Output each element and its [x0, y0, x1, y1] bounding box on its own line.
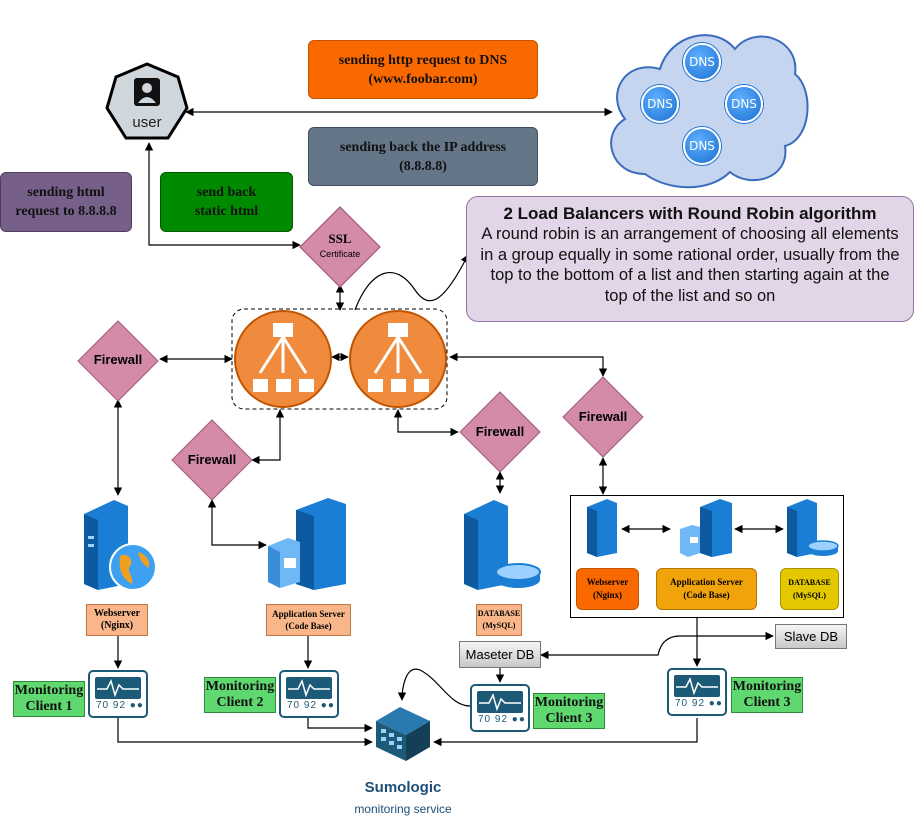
master-db-box[interactable]: Maseter DB [459, 641, 541, 668]
note-static-html: send back static html [160, 172, 293, 232]
ssl-title: SSL [328, 231, 352, 246]
app-server-node[interactable] [266, 496, 354, 592]
note-html-request: sending html request to 8.8.8.8 [0, 172, 132, 232]
user-label: user [132, 114, 162, 131]
note-ip-back: sending back the IP address (8.8.8.8) [308, 127, 538, 186]
firewall-label: Firewall [475, 424, 525, 439]
firewall-diamond-icon [77, 320, 159, 402]
globe-icon [109, 543, 157, 591]
monitor-2[interactable]: 70 92 ●● [279, 670, 339, 718]
database-label: DATABASE (MySQL) [476, 604, 522, 636]
server-cluster [570, 495, 844, 618]
round-robin-title: 2 Load Balancers with Round Robin algori… [503, 204, 877, 223]
monitor-3[interactable]: 70 92 ●● [470, 684, 530, 732]
round-robin-note: 2 Load Balancers with Round Robin algori… [466, 196, 914, 322]
firewall-3[interactable]: Firewall [459, 391, 541, 473]
ssl-diamond-icon [299, 206, 381, 288]
server-icon [268, 498, 346, 590]
dns-node-top[interactable]: DNS [683, 43, 721, 81]
firewall-diamond-icon [459, 391, 541, 473]
firewall-2[interactable]: Firewall [171, 419, 253, 501]
monitor-icon [477, 691, 523, 713]
load-balancer-icon [349, 310, 447, 408]
user-icon [105, 62, 189, 140]
server-icon [587, 499, 617, 557]
firewall-diamond-icon [171, 419, 253, 501]
building-icon [376, 707, 430, 761]
monitor-1[interactable]: 70 92 ●● [88, 670, 148, 718]
cluster-app-server-label: Application Server (Code Base) [656, 568, 757, 610]
firewall-1[interactable]: Firewall [77, 320, 159, 402]
cluster-database-node[interactable] [785, 497, 841, 559]
cluster-webserver-label: Webserver (Nginx) [576, 568, 639, 610]
firewall-diamond-icon [562, 376, 644, 458]
database-icon [464, 500, 541, 590]
monitor-3-label: Monitoring Client 3 [533, 693, 605, 729]
monitor-icon [674, 675, 720, 697]
server-icon [680, 499, 732, 557]
firewall-label: Firewall [578, 409, 628, 424]
user-node[interactable]: user [105, 62, 189, 146]
dns-node-right[interactable]: DNS [725, 85, 763, 123]
ssl-subtitle: Certificate [319, 249, 361, 259]
sumologic-node[interactable] [372, 703, 434, 763]
dns-node-bottom[interactable]: DNS [683, 127, 721, 165]
cluster-webserver-node[interactable] [583, 497, 623, 559]
firewall-label: Firewall [187, 452, 237, 467]
cluster-app-server-node[interactable] [678, 497, 738, 559]
firewall-label: Firewall [93, 352, 143, 367]
webserver-label: Webserver (Nginx) [86, 604, 148, 636]
round-robin-body: A round robin is an arrangement of choos… [480, 225, 900, 305]
load-balancer-2[interactable] [348, 309, 448, 409]
database-node[interactable] [460, 496, 542, 592]
monitor-icon [95, 677, 141, 699]
cloud-shape [610, 34, 809, 189]
cluster-database-label: DATABASE (MySQL) [780, 568, 839, 610]
monitor-4-label: Monitoring Client 3 [731, 677, 803, 713]
slave-db-box[interactable]: Slave DB [775, 624, 847, 649]
sumologic-title: Sumologic [364, 779, 442, 796]
firewall-4[interactable]: Firewall [562, 376, 644, 458]
load-balancer-1[interactable] [233, 309, 333, 409]
monitor-icon [286, 677, 332, 699]
monitor-readout: 70 92 ●● [675, 698, 723, 709]
ssl-certificate[interactable]: SSL Certificate [298, 205, 382, 289]
monitor-2-label: Monitoring Client 2 [204, 677, 276, 713]
monitor-1-label: Monitoring Client 1 [13, 681, 85, 717]
database-icon [787, 499, 839, 557]
monitor-readout: 70 92 ●● [96, 700, 144, 711]
dns-node-left[interactable]: DNS [641, 85, 679, 123]
webserver-node[interactable] [78, 496, 160, 592]
dns-cloud [600, 14, 814, 192]
load-balancer-icon [234, 310, 332, 408]
app-server-label: Application Server (Code Base) [266, 604, 351, 636]
note-http-request: sending http request to DNS (www.foobar.… [308, 40, 538, 99]
monitor-readout: 70 92 ●● [287, 700, 335, 711]
monitor-readout: 70 92 ●● [478, 714, 526, 725]
monitor-4[interactable]: 70 92 ●● [667, 668, 727, 716]
sumologic-subtitle: monitoring service [354, 802, 452, 816]
